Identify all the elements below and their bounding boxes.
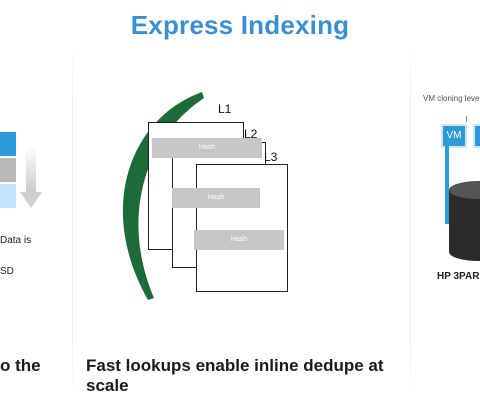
- right-tick: [466, 116, 467, 122]
- left-lightblue-block: [0, 184, 16, 208]
- left-text-line1: Data is: [0, 235, 32, 246]
- left-blue-block: [0, 132, 16, 156]
- green-arc: [122, 92, 204, 300]
- slide-title: Express Indexing: [130, 10, 350, 40]
- index-frame-l3: [196, 164, 288, 292]
- right-panel: VM cloning level VM HP 3PAR: [411, 0, 480, 404]
- layer-label-l3: L3: [264, 150, 278, 164]
- storage-cylinder-icon: [449, 181, 480, 261]
- right-divider: [410, 40, 411, 400]
- left-gray-block: [0, 158, 16, 182]
- left-panel: Data is SD: [0, 0, 72, 404]
- hash-bar-l1: Hash: [152, 138, 262, 158]
- center-caption: Fast lookups enable inline dedupe at sca…: [86, 356, 384, 395]
- layer-label-l2: L2: [244, 127, 258, 141]
- layer-label-l1: L1: [218, 102, 232, 116]
- vm-box-partial: [473, 124, 480, 148]
- storage-label: HP 3PAR: [437, 271, 480, 282]
- hash-bar-l3: Hash: [194, 230, 284, 250]
- right-heading: VM cloning level: [423, 94, 480, 103]
- left-text-line2: SD: [0, 266, 14, 277]
- left-caption: o the: [0, 356, 41, 375]
- left-divider: [72, 40, 73, 400]
- down-arrow-icon: [20, 146, 42, 208]
- hash-bar-l2: Hash: [172, 188, 260, 208]
- vm-box: VM: [441, 124, 467, 148]
